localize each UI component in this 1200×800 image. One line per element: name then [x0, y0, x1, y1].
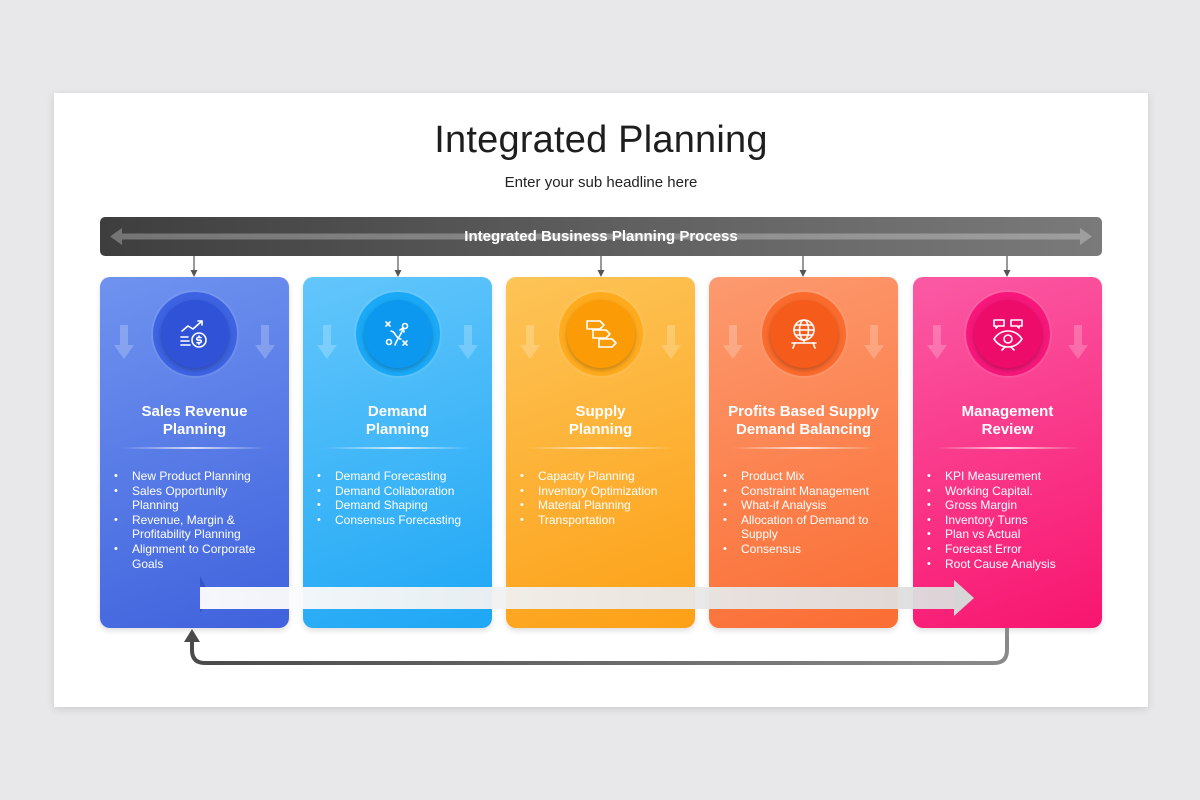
card-divider [935, 447, 1080, 449]
review-vision-icon [992, 319, 1023, 351]
connector-arrow-icon [799, 256, 807, 277]
list-item: Consensus Forecasting [317, 513, 484, 528]
list-item: Inventory Turns [927, 513, 1094, 528]
card-list: KPI Measurement Working Capital. Gross M… [927, 469, 1094, 571]
card-title-line: Supply [575, 403, 626, 420]
card-management-review: Management Review KPI Measurement Workin… [913, 277, 1102, 628]
card-title-line: Demand [367, 403, 428, 420]
list-item: Sales Opportunity [114, 484, 281, 499]
card-divider [325, 447, 470, 449]
process-label: Integrated Business Planning Process [464, 228, 738, 245]
faint-down-arrow-icon [458, 325, 478, 359]
list-item: Transportation [520, 513, 687, 528]
list-item: Demand Collaboration [317, 484, 484, 499]
icon-ring [152, 292, 237, 376]
faint-down-arrow-icon [723, 325, 743, 359]
list-item: Forecast Error [927, 542, 1094, 557]
icon-ring [761, 292, 846, 376]
card-divider [528, 447, 673, 449]
list-item: Revenue, Margin & [114, 513, 281, 528]
list-item: What-if Analysis [723, 498, 890, 513]
list-item: Plan vs Actual [927, 527, 1094, 542]
global-balance-icon [790, 319, 817, 349]
card-supply-planning: Supply Planning Capacity Planning Invent… [506, 277, 695, 628]
faint-down-arrow-icon [317, 325, 337, 359]
faint-down-arrow-icon [927, 325, 947, 359]
card-title-line: Planning [568, 421, 633, 438]
card-list: New Product Planning Sales Opportunity P… [114, 469, 281, 571]
list-item: Demand Forecasting [317, 469, 484, 484]
page-subtitle: Enter your sub headline here [504, 174, 698, 191]
list-item: Gross Margin [927, 498, 1094, 513]
money-growth-icon [179, 320, 207, 348]
list-item: Inventory Optimization [520, 484, 687, 499]
supply-chain-flow-icon [585, 320, 617, 348]
process-bar: Integrated Business Planning Process [100, 217, 1102, 256]
icon-core [160, 300, 229, 368]
connector-arrow-icon [597, 256, 605, 277]
list-item: Demand Shaping [317, 498, 484, 513]
list-item: Constraint Management [723, 484, 890, 499]
faint-down-arrow-icon [661, 325, 681, 359]
list-item: Product Mix [723, 469, 890, 484]
card-title-line: Demand Balancing [735, 421, 872, 438]
faint-down-arrow-icon [520, 325, 540, 359]
icon-core [769, 300, 838, 368]
card-divider [731, 447, 876, 449]
list-item: New Product Planning [114, 469, 281, 484]
card-divider [122, 447, 267, 449]
list-item: Goals [132, 556, 164, 571]
card-title-line: Planning [162, 421, 227, 438]
icon-ring [355, 292, 440, 376]
card-list: Demand Forecasting Demand Collaboration … [317, 469, 484, 527]
list-item: Alignment to Corporate [114, 542, 281, 557]
strategy-play-icon [384, 321, 408, 346]
connector-arrow-icon [394, 256, 402, 277]
return-loop-arrow-icon [184, 628, 1009, 665]
card-title-line: Sales Revenue [141, 403, 248, 420]
page-title: Integrated Planning [434, 119, 768, 161]
icon-core [973, 300, 1042, 368]
double-arrow-icon [110, 228, 1092, 245]
list-item: Allocation of Demand to [723, 513, 890, 528]
list-item: Working Capital. [927, 484, 1094, 499]
icon-core [566, 300, 635, 368]
list-item: Capacity Planning [520, 469, 687, 484]
card-profits-based-supply-demand-balancing: Profits Based Supply Demand Balancing Pr… [709, 277, 898, 628]
faint-down-arrow-icon [255, 325, 275, 359]
faint-down-arrow-icon [114, 325, 134, 359]
icon-ring [558, 292, 643, 376]
card-list: Capacity Planning Inventory Optimization… [520, 469, 687, 527]
card-title-line: Management [961, 403, 1054, 420]
faint-down-arrow-icon [864, 325, 884, 359]
faint-down-arrow-icon [1068, 325, 1088, 359]
list-item: KPI Measurement [927, 469, 1094, 484]
list-item: Consensus [723, 542, 890, 557]
list-item: Planning [132, 498, 179, 513]
list-item: Supply [741, 527, 778, 542]
card-list: Product Mix Constraint Management What-i… [723, 469, 890, 557]
slide: Integrated Planning Enter your sub headl… [54, 93, 1148, 707]
list-item: Material Planning [520, 498, 687, 513]
card-title-line: Profits Based Supply [728, 403, 879, 420]
list-item: Root Cause Analysis [927, 557, 1094, 572]
card-title-line: Planning [365, 421, 430, 438]
connector-arrow-icon [1003, 256, 1011, 277]
card-sales-revenue-planning: Sales Revenue Planning New Product Plann… [100, 277, 289, 628]
card-demand-planning: Demand Planning Demand Forecasting Deman… [303, 277, 492, 628]
connector-arrow-icon [190, 256, 198, 277]
icon-ring [965, 292, 1050, 376]
icon-core [363, 300, 432, 368]
list-item: Profitability Planning [132, 527, 241, 542]
card-title-line: Review [981, 421, 1034, 438]
